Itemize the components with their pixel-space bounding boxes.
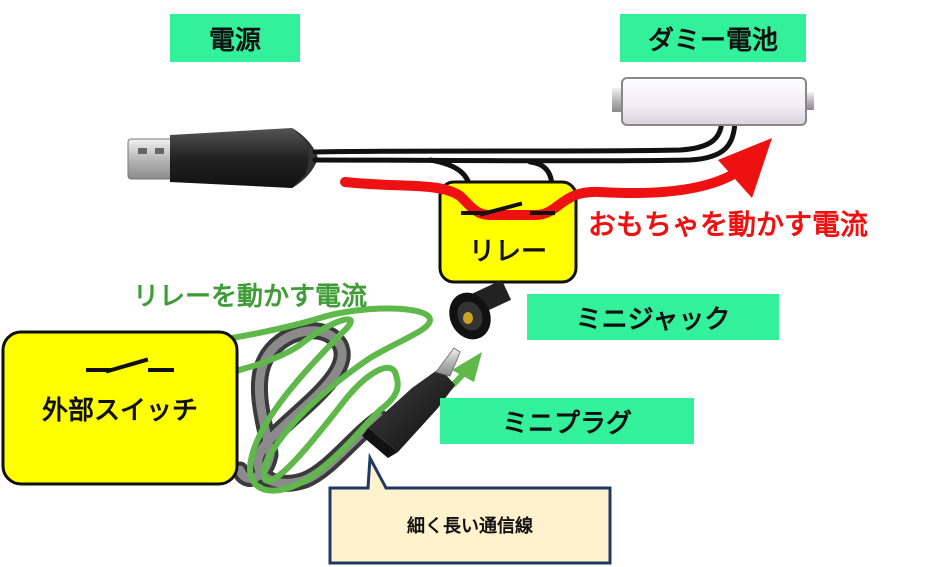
usb-plug-icon <box>127 128 318 188</box>
external-switch-box <box>1 330 239 486</box>
toy-current-label: おもちゃを動かす電流 <box>588 208 869 241</box>
mini-plug-icon <box>362 347 461 458</box>
relay-switch-icon <box>461 201 555 217</box>
external-switch-label: 外部スイッチ <box>41 395 198 426</box>
power-label: 電源 <box>170 14 300 62</box>
black-wires <box>312 115 738 191</box>
cable-callout-label: 細く長い通信線 <box>407 516 533 537</box>
mini-jack-label: ミニジャック <box>527 294 779 340</box>
dummy-battery-icon <box>612 77 814 126</box>
dummy-battery-label: ダミー電池 <box>620 14 806 62</box>
relay-current-label: リレーを動かす電流 <box>133 282 368 312</box>
cable-callout-shape <box>328 452 612 565</box>
external-switch-icon <box>86 357 174 374</box>
mini-jack-icon <box>449 279 512 340</box>
mini-plug-label: ミニプラグ <box>440 398 694 444</box>
relay-label: リレー <box>468 236 547 267</box>
